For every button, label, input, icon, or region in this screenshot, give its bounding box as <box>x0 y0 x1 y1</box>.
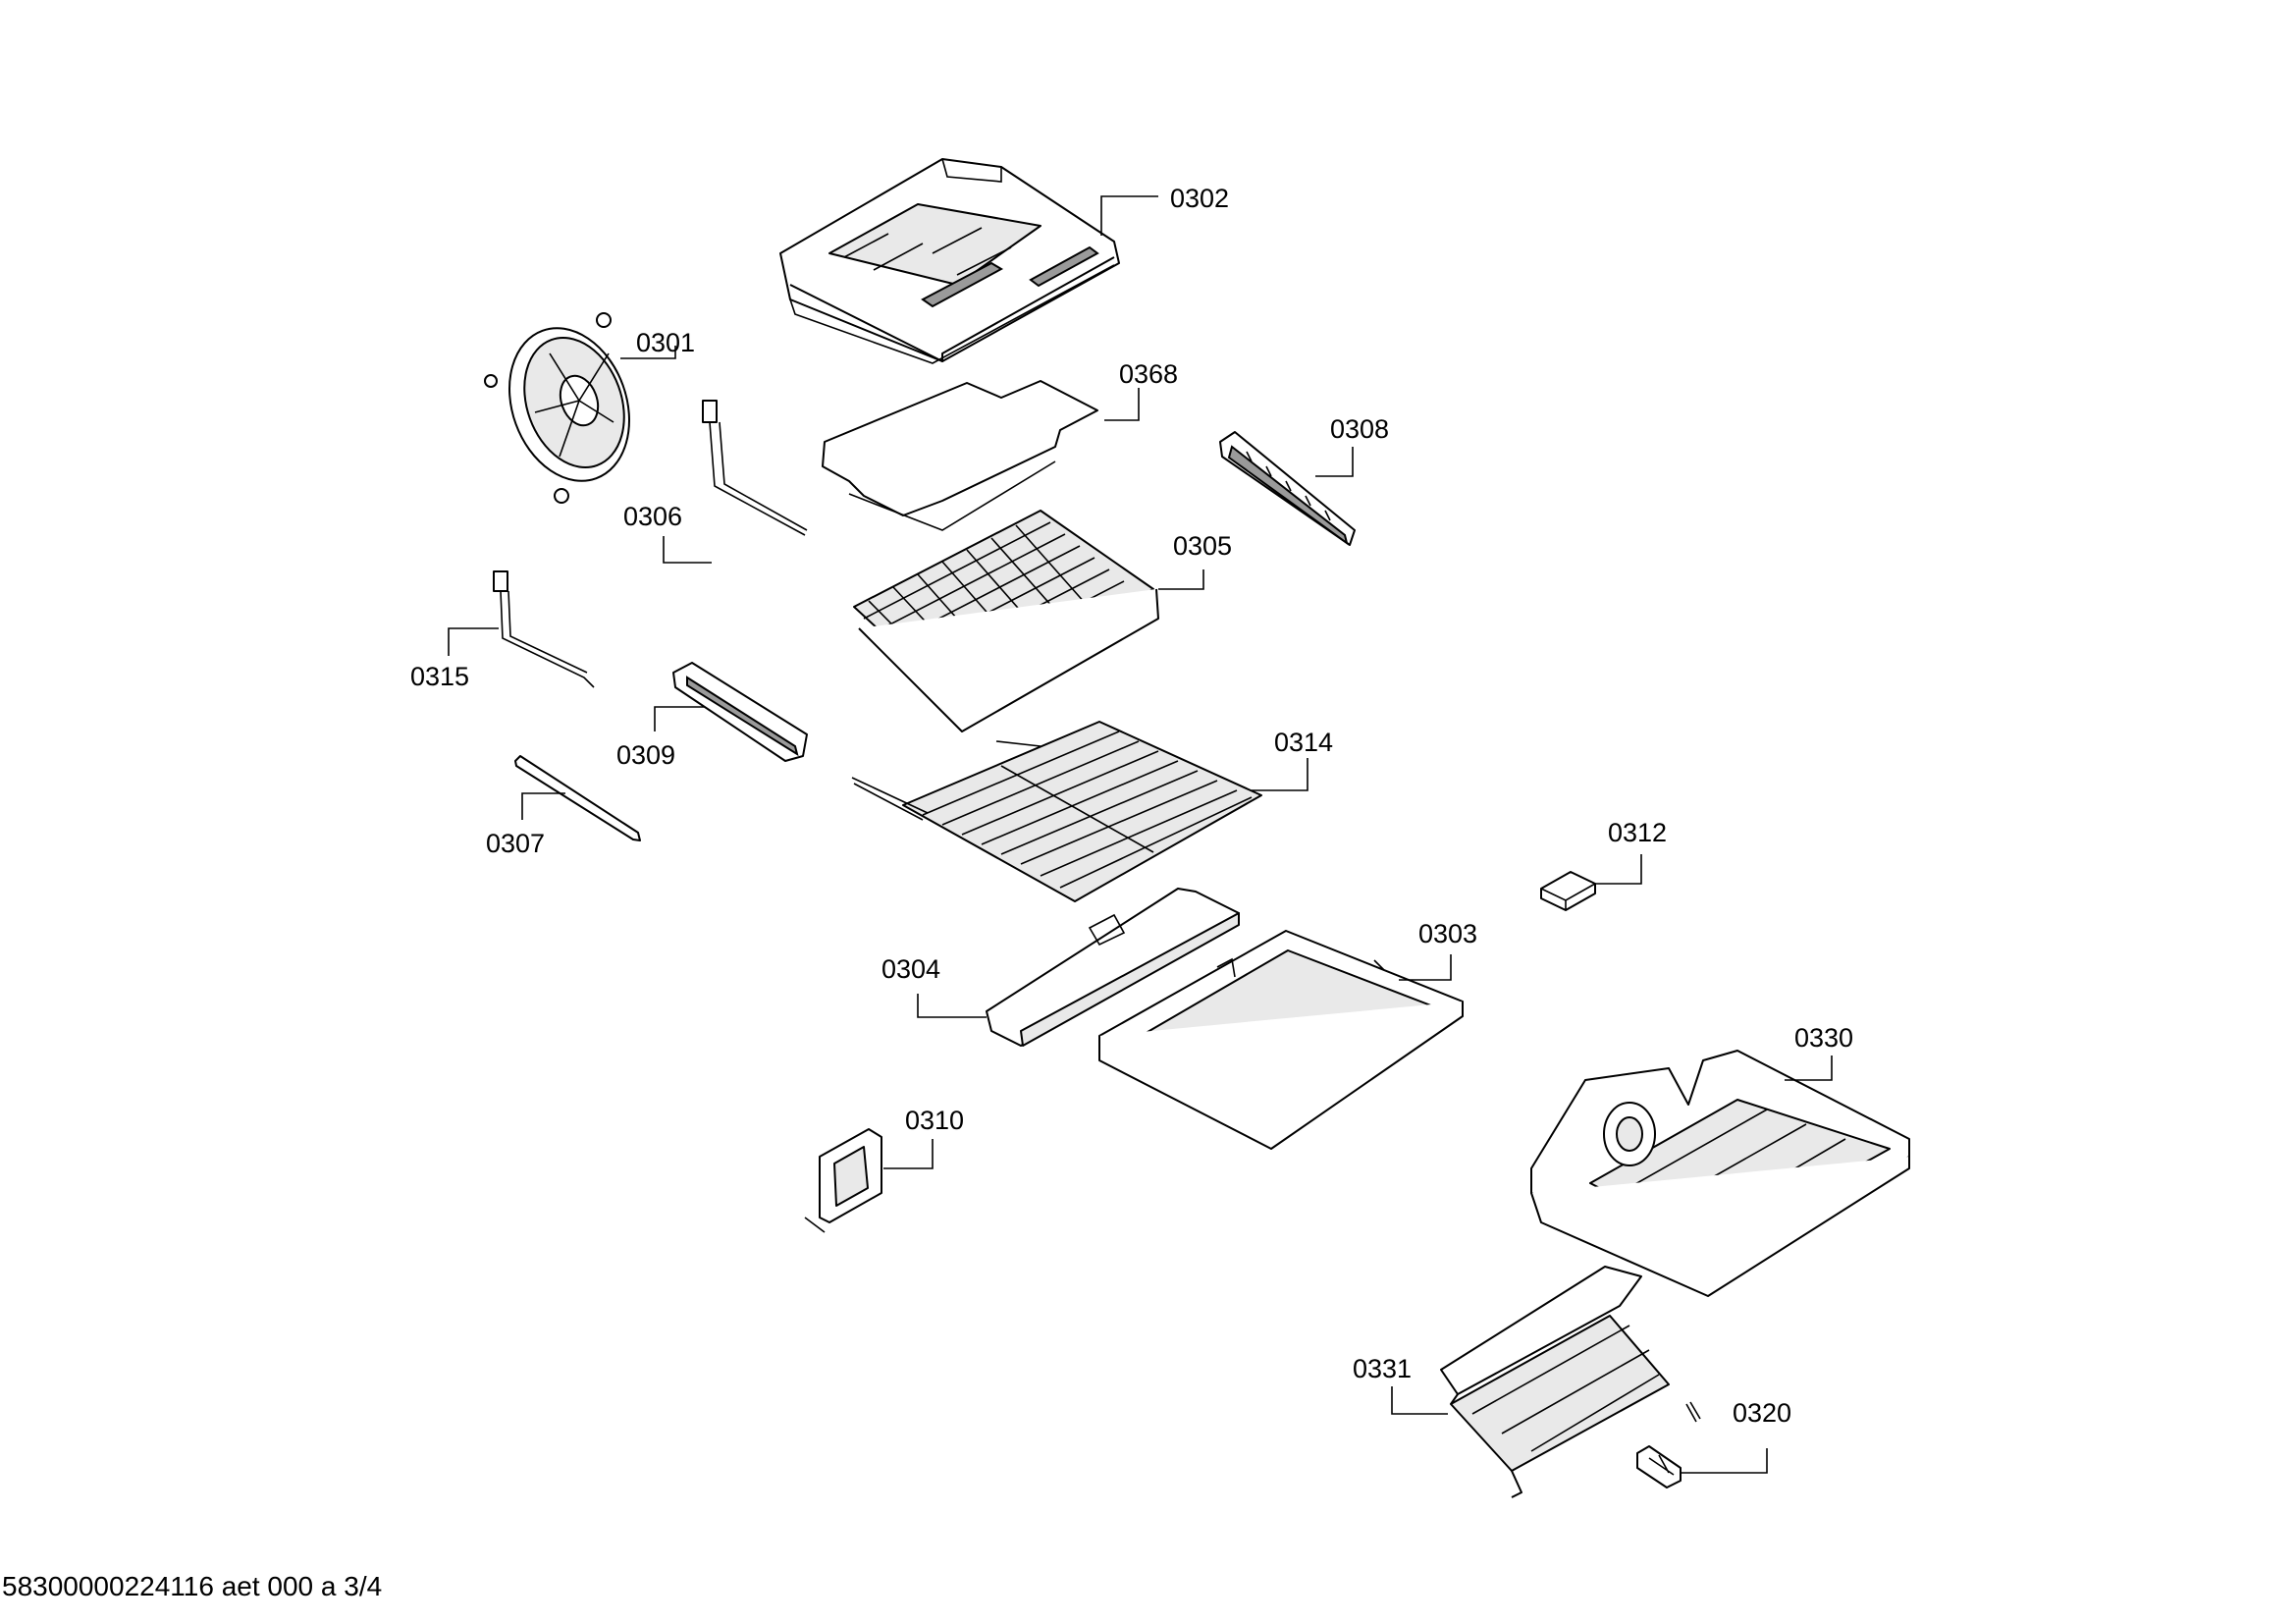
leader-0330 <box>1785 1056 1833 1081</box>
leader-0368 <box>1104 388 1140 421</box>
callout-0331[interactable]: 0331 <box>1353 1354 1412 1383</box>
leader-0304 <box>917 994 987 1018</box>
part-0306-sensor[interactable] <box>702 400 808 536</box>
callout-0314[interactable]: 0314 <box>1274 728 1333 757</box>
callout-0309[interactable]: 0309 <box>616 740 675 770</box>
callout-0315[interactable]: 0315 <box>410 662 469 691</box>
document-code: 58300000224116 aet 000 a 3/4 <box>2 1571 383 1601</box>
part-0309-channel[interactable] <box>672 662 808 762</box>
part-0303-tray[interactable] <box>1098 930 1464 1150</box>
callout-0320[interactable]: 0320 <box>1733 1398 1791 1428</box>
part-0315-sensor[interactable] <box>493 570 595 688</box>
part-0308-bar[interactable] <box>1219 431 1356 546</box>
part-0312-block[interactable] <box>1540 871 1596 911</box>
leader-0315 <box>448 627 499 656</box>
leader-0331 <box>1391 1386 1448 1415</box>
callout-0307[interactable]: 0307 <box>486 829 545 858</box>
callout-0305[interactable]: 0305 <box>1173 531 1232 561</box>
part-0331-duct[interactable] <box>1440 1266 1670 1498</box>
leader-0307 <box>521 792 565 820</box>
callout-0368[interactable]: 0368 <box>1119 359 1178 389</box>
leader-0306 <box>663 536 712 564</box>
part-0368-sheet[interactable] <box>822 380 1098 531</box>
part-0330-housing[interactable] <box>1530 1050 1910 1297</box>
callout-0301[interactable]: 0301 <box>636 328 695 357</box>
leader-0314 <box>1252 758 1308 791</box>
part-0310-bracket[interactable] <box>804 1128 882 1233</box>
part-0301-fan[interactable] <box>484 311 650 504</box>
leader-0310 <box>883 1139 934 1169</box>
part-0320-clip[interactable] <box>1636 1401 1701 1489</box>
leader-0309 <box>654 706 705 731</box>
leader-0305 <box>1158 569 1204 590</box>
leader-0312 <box>1595 854 1642 885</box>
callout-0330[interactable]: 0330 <box>1794 1023 1853 1053</box>
callout-0310[interactable]: 0310 <box>905 1106 964 1135</box>
leader-0320 <box>1681 1448 1768 1474</box>
part-0305-evaporator[interactable] <box>853 510 1159 732</box>
callout-0302[interactable]: 0302 <box>1170 184 1229 213</box>
callout-0304[interactable]: 0304 <box>881 954 940 984</box>
leader-0302 <box>1100 195 1158 236</box>
part-0307-strip[interactable] <box>514 755 641 841</box>
leader-0301 <box>620 346 676 359</box>
part-0302-cover[interactable] <box>779 158 1120 364</box>
leader-0303 <box>1399 954 1452 981</box>
leader-0308 <box>1315 447 1354 477</box>
callout-0303[interactable]: 0303 <box>1418 919 1477 948</box>
callout-0306[interactable]: 0306 <box>623 502 682 531</box>
part-0304-rail[interactable] <box>986 888 1240 1047</box>
callout-0312[interactable]: 0312 <box>1608 818 1667 847</box>
callout-0308[interactable]: 0308 <box>1330 414 1389 444</box>
part-0314-heater[interactable] <box>851 721 1262 902</box>
